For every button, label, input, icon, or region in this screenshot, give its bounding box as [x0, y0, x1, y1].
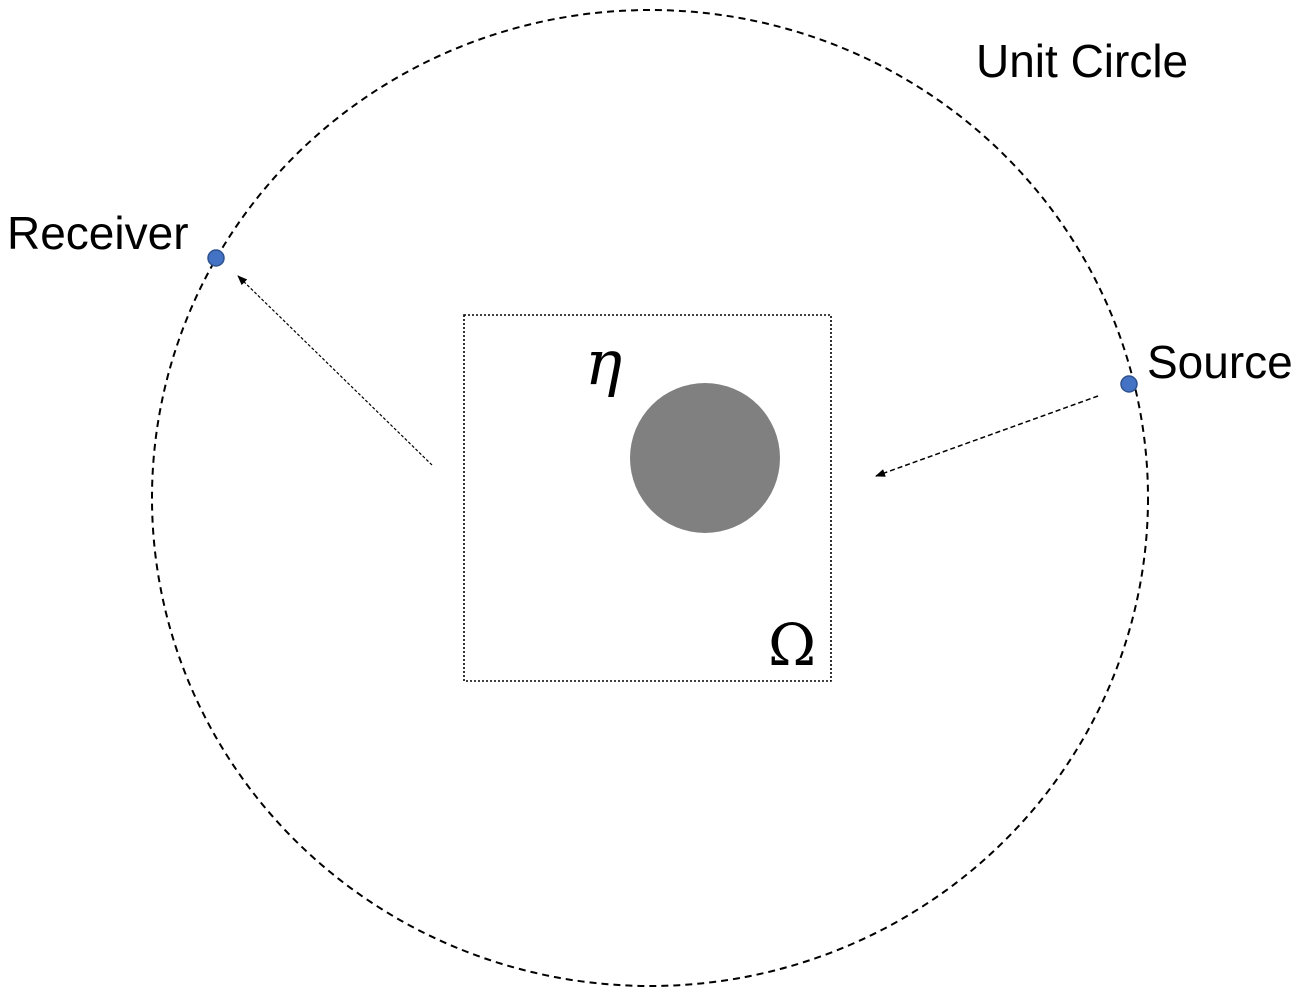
receiver-label: Receiver — [7, 207, 189, 259]
unit-circle — [151, 9, 1149, 987]
receiver-point — [207, 249, 225, 267]
source-label: Source — [1147, 336, 1293, 388]
eta-label: η — [585, 326, 622, 399]
source-point — [1120, 375, 1138, 393]
domain-omega-box — [463, 314, 832, 682]
omega-label: Ω — [768, 611, 816, 679]
scattered-wave-arrow — [237, 275, 433, 466]
incident-wave-arrow — [875, 395, 1099, 477]
scatterer-disk — [630, 383, 780, 533]
unit-circle-label: Unit Circle — [976, 35, 1188, 87]
